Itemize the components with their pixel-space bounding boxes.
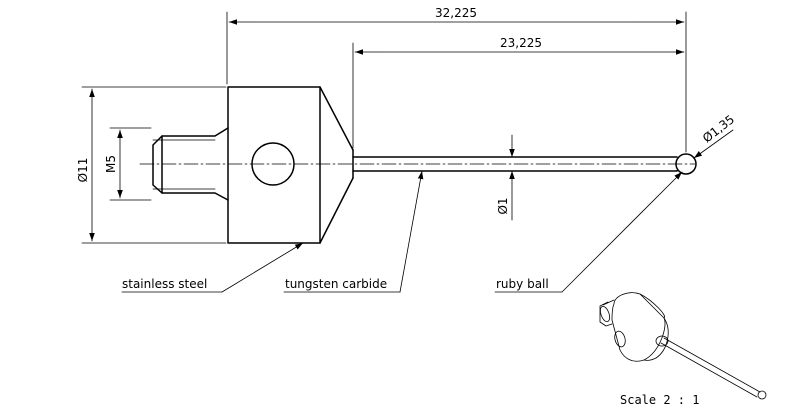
dim-stem-diameter: Ø1	[496, 134, 515, 221]
tip-material-label: ruby ball	[496, 277, 549, 291]
callout-stem-material: tungsten carbide	[283, 170, 424, 293]
isometric-view	[599, 292, 767, 400]
dim-thread: M5	[104, 127, 152, 201]
cross-hole	[251, 142, 295, 186]
overall-length-label: 32,225	[435, 6, 477, 20]
dim-overall-length: 32,225	[226, 6, 687, 153]
dim-stem-length: 23,225	[352, 36, 685, 149]
ruby-ball	[675, 153, 697, 175]
probe-body	[227, 86, 354, 244]
body-material-label: stainless steel	[122, 277, 207, 291]
stem-length-label: 23,225	[500, 36, 542, 50]
scale-note: Scale 2 : 1	[620, 393, 699, 407]
dim-body-diameter: Ø11	[76, 86, 227, 244]
dim-ball-diameter: Ø1,35	[675, 112, 737, 172]
callout-body-material: stainless steel	[121, 242, 304, 293]
body-diameter-label: Ø11	[76, 158, 90, 183]
stem-diameter-label: Ø1	[496, 197, 510, 214]
stem	[352, 156, 678, 172]
thread-section	[152, 127, 229, 201]
callout-tip-material: ruby ball	[494, 171, 683, 293]
stem-material-label: tungsten carbide	[285, 277, 387, 291]
thread-label: M5	[104, 155, 118, 173]
iso-cross-hole	[614, 330, 626, 348]
